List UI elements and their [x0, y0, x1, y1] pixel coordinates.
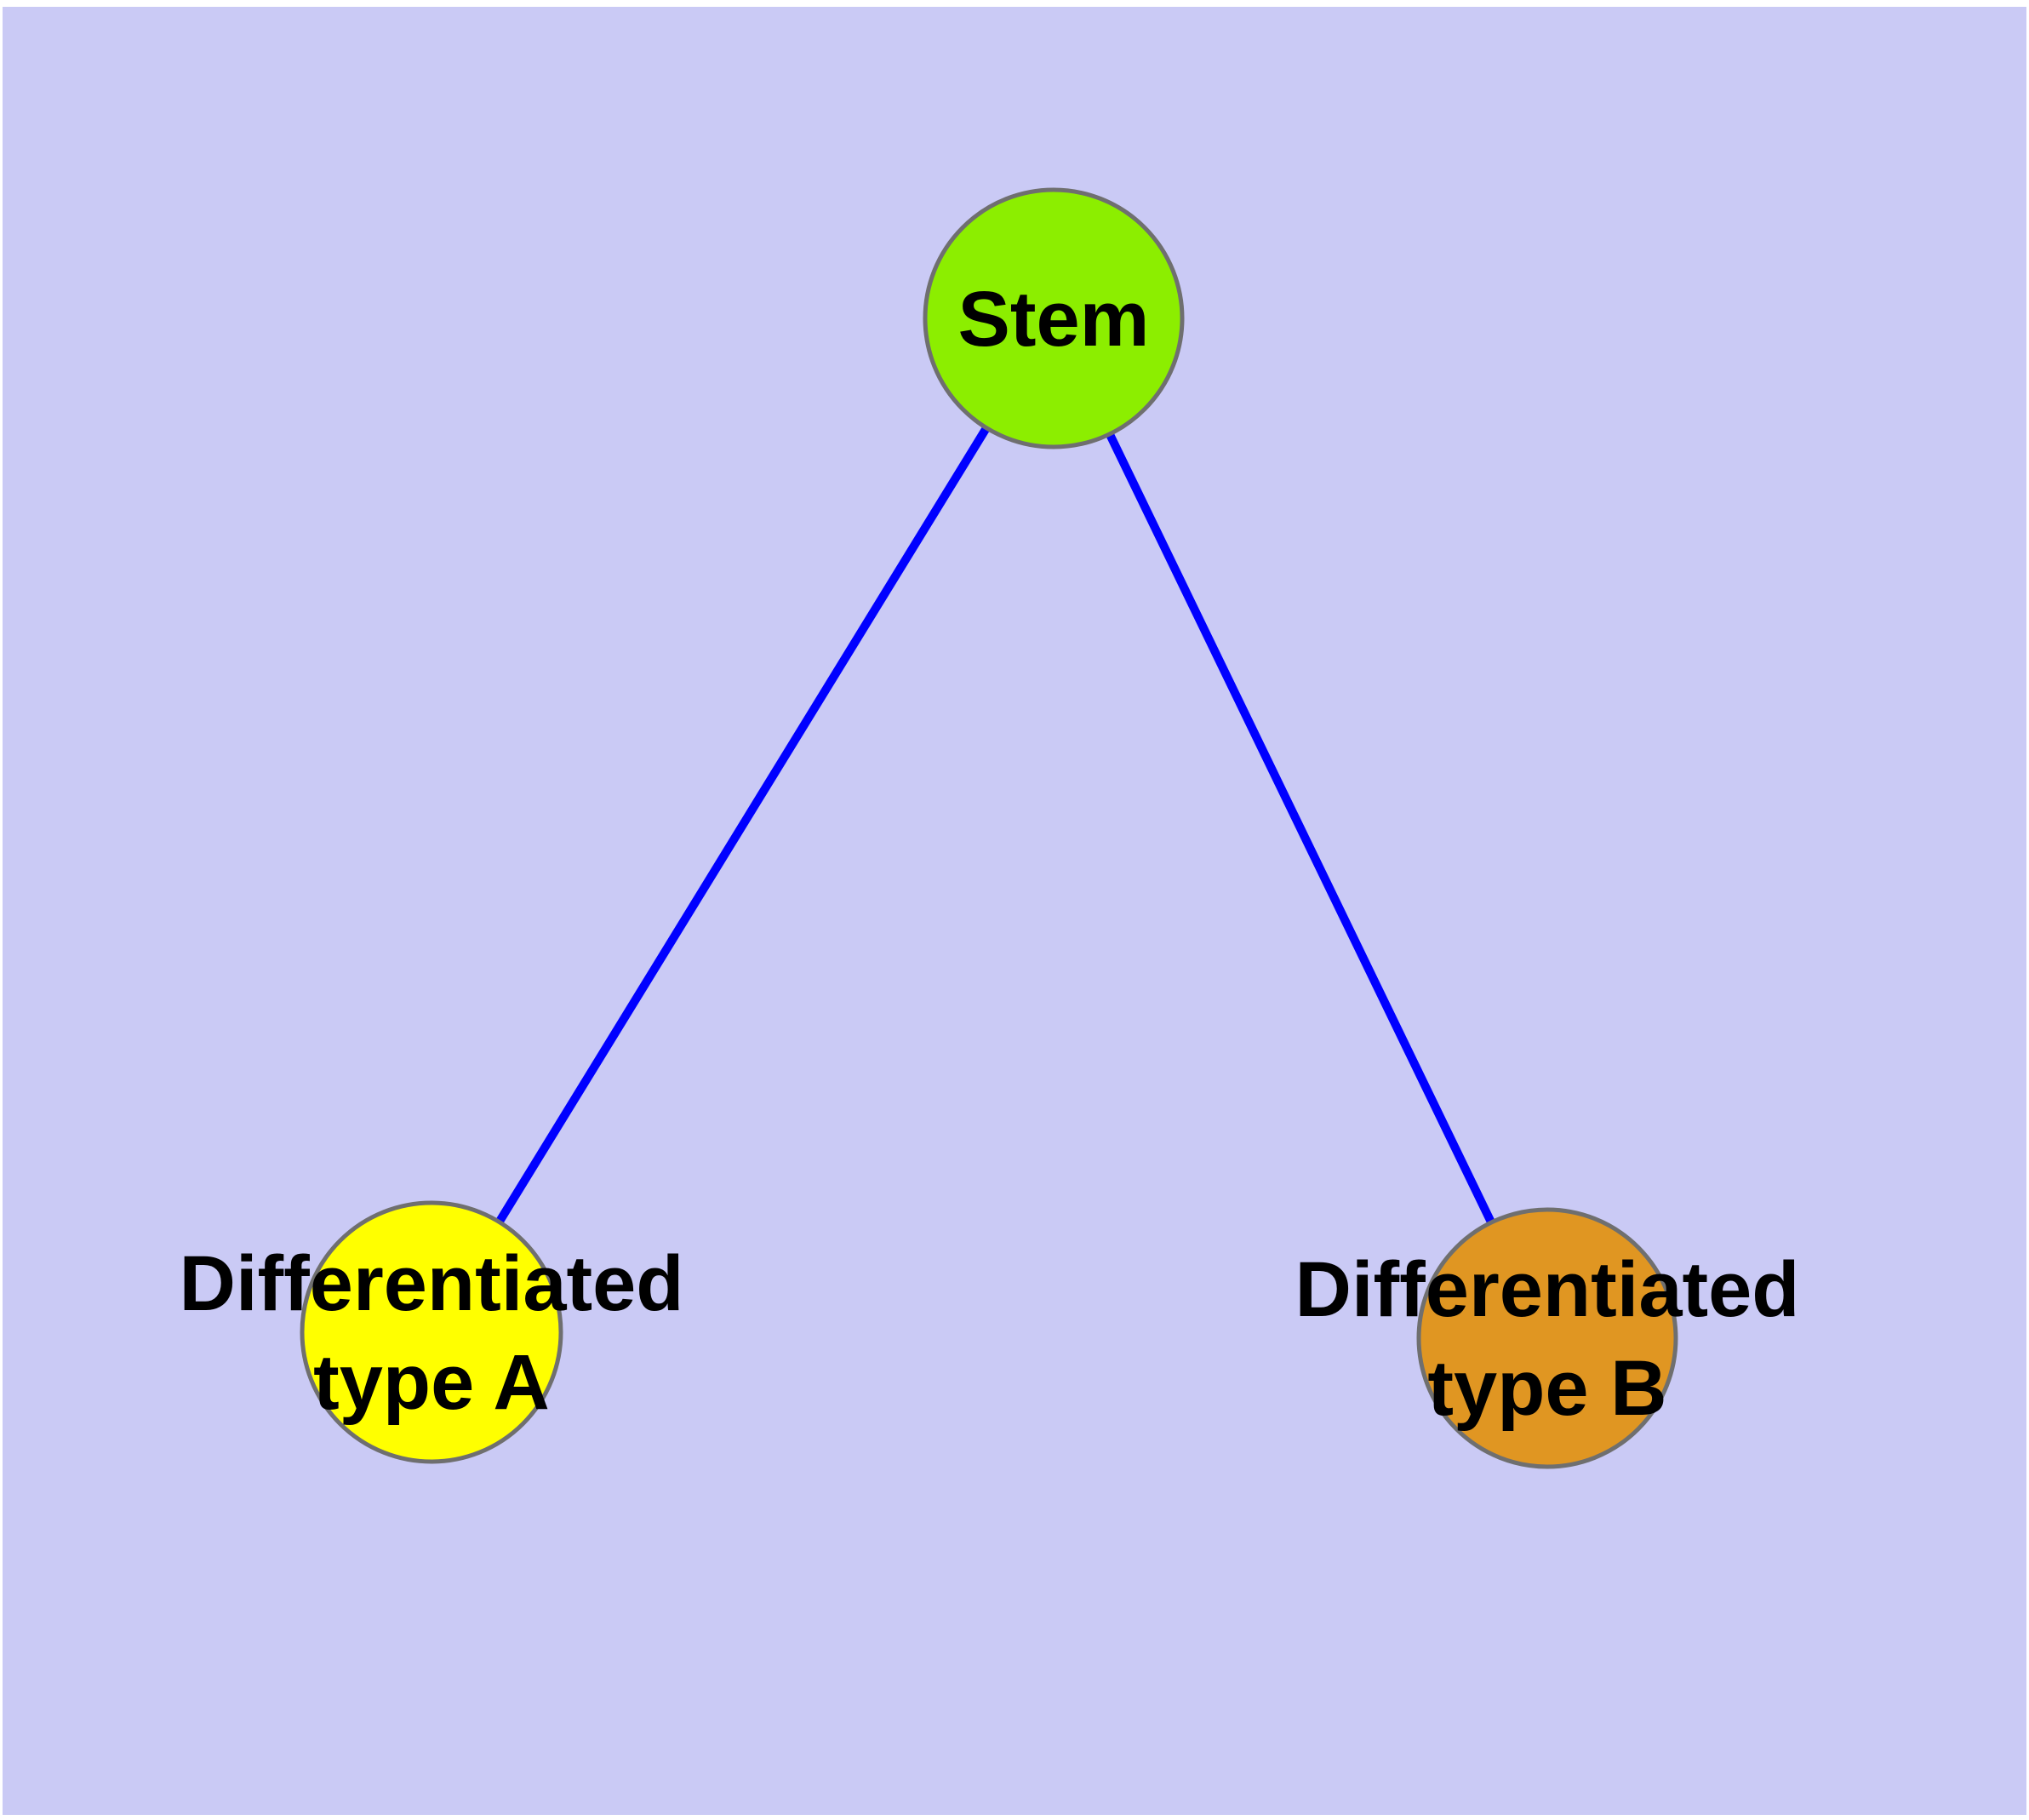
node-type-b-label-line1: Differentiated — [1295, 1246, 1800, 1333]
edge-stem-to-type-a — [427, 316, 1058, 1335]
node-type-b-circle — [1416, 1207, 1678, 1469]
edge-stem-to-type-b — [1049, 316, 1552, 1341]
node-stem-circle — [923, 187, 1185, 449]
node-type-b-label-line2: type B — [1427, 1345, 1666, 1432]
node-stem-label: Stem — [958, 276, 1150, 363]
node-type-a-label-line1: Differentiated — [180, 1240, 684, 1327]
node-type-a-circle — [300, 1200, 563, 1464]
node-type-a-label-line2: type A — [313, 1339, 550, 1426]
